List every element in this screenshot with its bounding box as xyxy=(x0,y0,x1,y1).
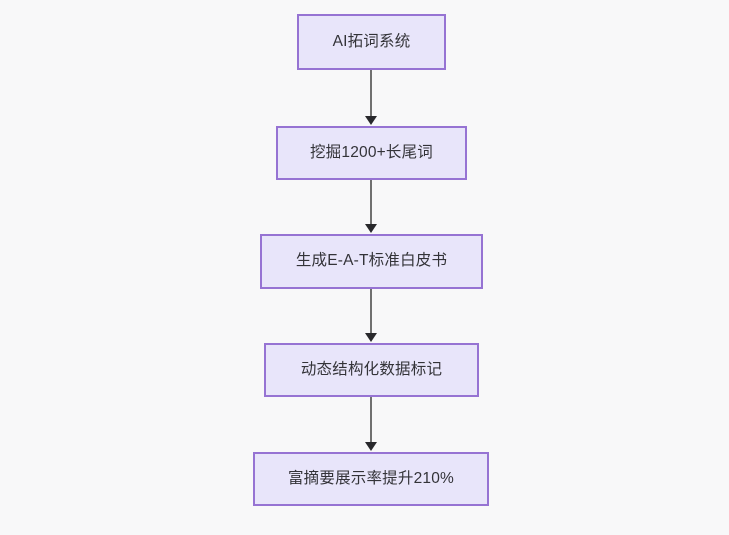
arrow-down-icon xyxy=(365,333,377,342)
flow-node-dynamic-structured-data-markup[interactable]: 动态结构化数据标记 xyxy=(264,343,479,397)
flow-node-label: AI拓词系统 xyxy=(332,32,411,50)
flow-node-label: 动态结构化数据标记 xyxy=(300,360,443,378)
flow-node-label: 富摘要展示率提升210% xyxy=(287,469,455,487)
arrow-down-icon xyxy=(365,224,377,233)
flow-node-ai-keyword-system[interactable]: AI拓词系统 xyxy=(297,14,446,70)
flow-node-generate-eat-whitepaper[interactable]: 生成E-A-T标准白皮书 xyxy=(260,234,483,289)
arrow-down-icon xyxy=(365,442,377,451)
flow-edge-n3-n4 xyxy=(370,289,372,335)
flow-node-label: 生成E-A-T标准白皮书 xyxy=(295,252,448,270)
flow-node-label: 挖掘1200+长尾词 xyxy=(309,143,434,161)
flow-edge-n2-n3 xyxy=(370,180,372,226)
flow-node-rich-snippet-impression-lift[interactable]: 富摘要展示率提升210% xyxy=(253,452,489,506)
flow-edge-n4-n5 xyxy=(370,397,372,444)
flow-node-mine-longtail-keywords[interactable]: 挖掘1200+长尾词 xyxy=(276,126,467,180)
arrow-down-icon xyxy=(365,116,377,125)
flow-edge-n1-n2 xyxy=(370,70,372,118)
